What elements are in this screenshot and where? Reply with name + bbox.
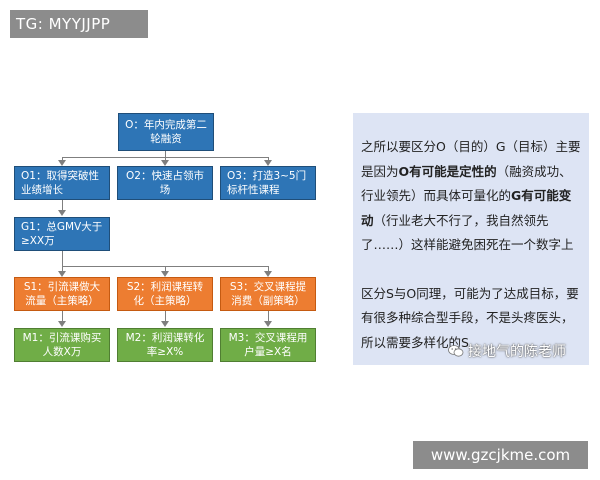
strategy-box-3: S3：交叉课程提消费（副策略） (220, 277, 316, 311)
connector (62, 200, 63, 211)
wechat-icon (448, 344, 464, 358)
arrow-icon (161, 160, 169, 166)
watermark-tag-top: TG: MYYJJPP (10, 10, 148, 38)
explanation-paragraph-2: 区分S与O同理，可能为了达成目标，要有很多种综合型手段，不是头疼医头，所以需要多… (361, 285, 579, 350)
arrow-icon (58, 321, 66, 327)
measure-box-1: M1：引流课购买人数X万 (14, 328, 110, 362)
connector (165, 151, 166, 157)
arrow-icon (264, 160, 272, 166)
strategy-box-2: S2：利润课程转化（主策略） (117, 277, 213, 311)
arrow-icon (161, 271, 169, 277)
arrow-icon (264, 271, 272, 277)
arrow-icon (161, 321, 169, 327)
connector (165, 157, 166, 160)
strategy-box-1: S1：引流课做大流量（主策略） (14, 277, 110, 311)
objective-box-3: O3：打造3~5门标杆性课程 (220, 166, 316, 200)
connector (268, 157, 269, 160)
objective-box-1: O1：取得突破性业绩增长 (14, 166, 110, 200)
arrow-icon (58, 210, 66, 216)
watermark-url-bottom: www.gzcjkme.com (413, 441, 588, 469)
connector (268, 311, 269, 322)
connector (62, 251, 63, 266)
measure-box-3: M3：交叉课程用户量≥X名 (220, 328, 316, 362)
connector (62, 266, 63, 271)
arrow-icon (264, 321, 272, 327)
objective-box-2: O2：快速占领市场 (117, 166, 213, 200)
connector (62, 311, 63, 322)
measure-box-2: M2：利润课转化率≥X% (117, 328, 213, 362)
connector (165, 266, 166, 271)
objective-box: O：年内完成第二轮融资 (118, 113, 214, 151)
explanation-paragraph-1: 之所以要区分O（目的）G（目标）主要是因为O有可能是定性的（融资成功、行业领先）… (361, 139, 581, 252)
explanation-panel: 之所以要区分O（目的）G（目标）主要是因为O有可能是定性的（融资成功、行业领先）… (353, 113, 589, 365)
connector (62, 157, 63, 160)
wechat-account-name: 接地气的陈老师 (468, 344, 566, 360)
connector (165, 311, 166, 322)
connector (268, 266, 269, 271)
arrow-icon (58, 160, 66, 166)
wechat-watermark: 接地气的陈老师 (448, 340, 566, 362)
goal-box: G1：总GMV大于≥XX万 (14, 217, 110, 251)
arrow-icon (58, 271, 66, 277)
